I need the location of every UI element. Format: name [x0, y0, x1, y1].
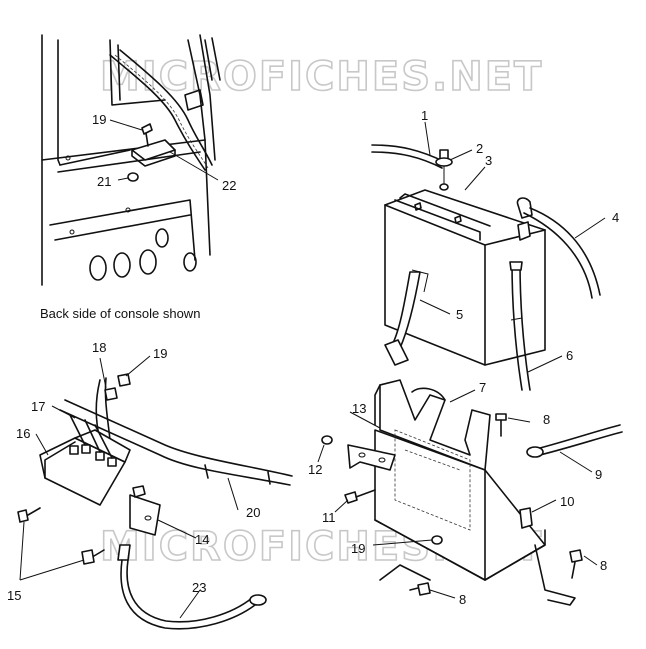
callout-18: 18 — [92, 340, 106, 355]
battery-assembly — [371, 121, 606, 391]
callout-5: 5 — [456, 307, 463, 322]
callout-21: 21 — [97, 174, 111, 189]
callout-19a: 19 — [92, 112, 106, 127]
callout-3: 3 — [485, 153, 492, 168]
callout-2: 2 — [476, 141, 483, 156]
callout-22: 22 — [222, 178, 236, 193]
console-caption: Back side of console shown — [40, 306, 200, 321]
battery-tray-assembly — [317, 379, 623, 606]
watermark-top: MICROFICHES.NET — [100, 54, 543, 100]
callout-9: 9 — [595, 467, 602, 482]
callout-17: 17 — [31, 399, 45, 414]
callout-23: 23 — [192, 580, 206, 595]
callout-8b: 8 — [600, 558, 607, 573]
callout-7: 7 — [479, 380, 486, 395]
relay-assembly — [17, 355, 293, 630]
callout-12: 12 — [308, 462, 322, 477]
console-back-view — [41, 34, 221, 286]
callout-15: 15 — [7, 588, 21, 603]
callout-19b: 19 — [153, 346, 167, 361]
callout-20: 20 — [246, 505, 260, 520]
callout-16: 16 — [16, 426, 30, 441]
callout-8c: 8 — [459, 592, 466, 607]
callout-19c: 19 — [351, 541, 365, 556]
callout-1: 1 — [421, 108, 428, 123]
callout-13: 13 — [352, 401, 366, 416]
callout-14: 14 — [195, 532, 209, 547]
callout-10: 10 — [560, 494, 574, 509]
callout-11: 11 — [322, 510, 336, 525]
callout-6: 6 — [566, 348, 573, 363]
callout-8a: 8 — [543, 412, 550, 427]
callout-4: 4 — [612, 210, 619, 225]
